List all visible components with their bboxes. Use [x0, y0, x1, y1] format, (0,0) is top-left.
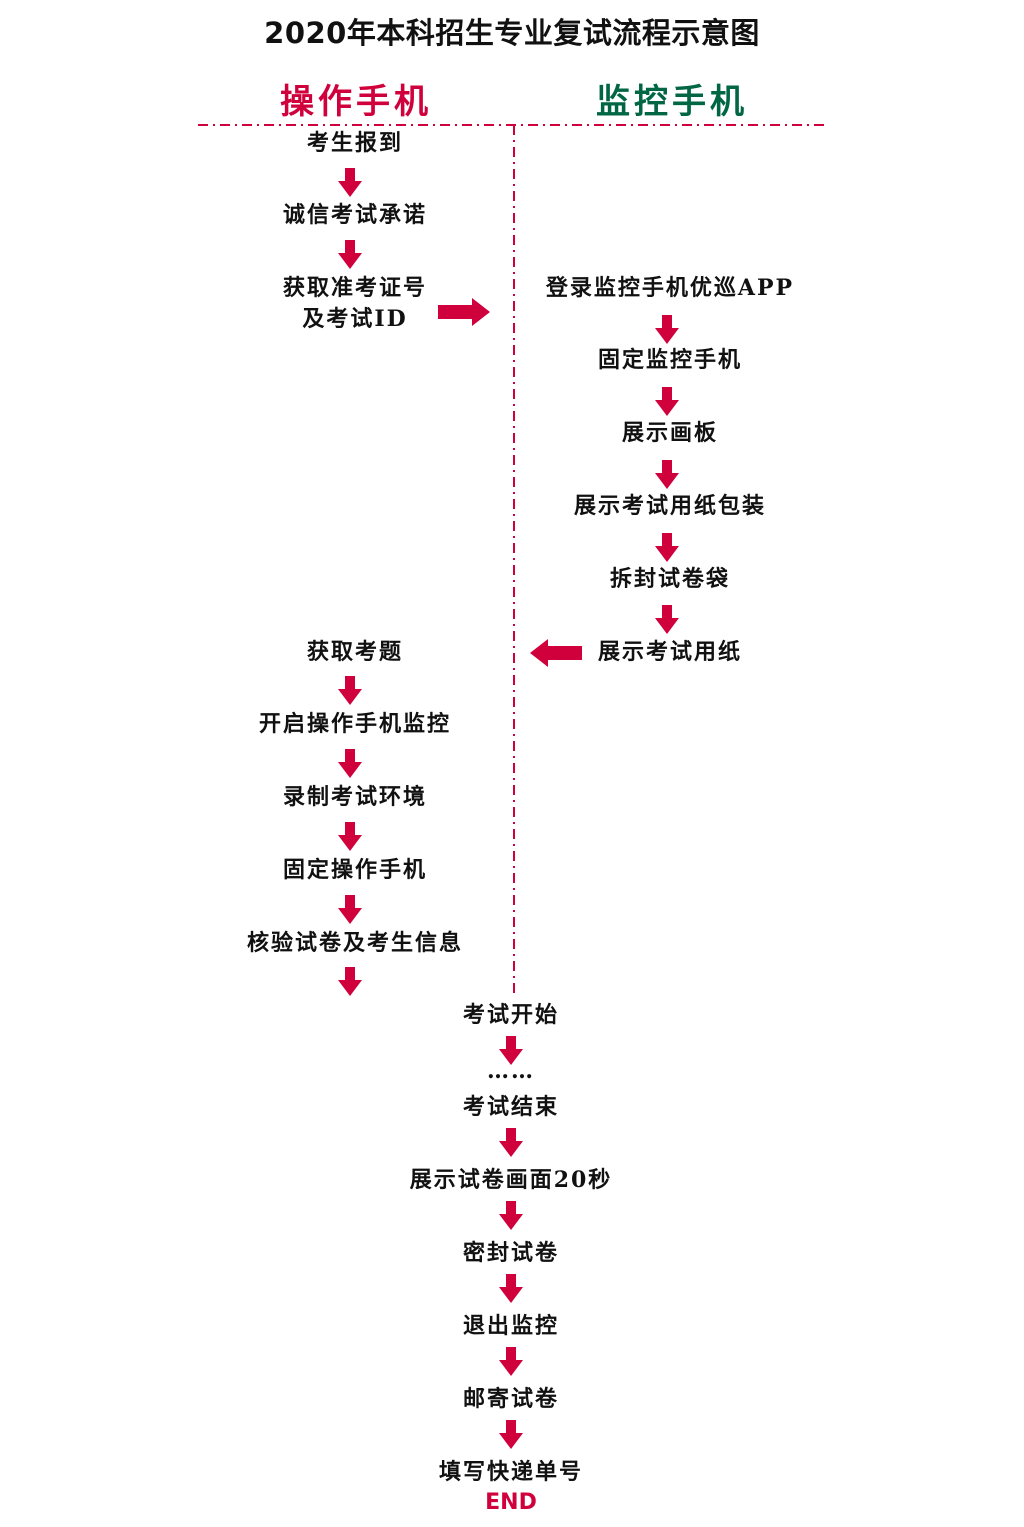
step-check-in: 考生报到 [306, 130, 404, 156]
column-header-monitor-phone: 监控手机 [596, 82, 748, 122]
step-integrity-pledge: 诚信考试承诺 [282, 202, 428, 228]
step-exam-start: 考试开始 [462, 1002, 560, 1028]
arrow-left-to-operation [530, 639, 582, 667]
step-fix-monitor-phone: 固定监控手机 [597, 347, 743, 373]
step-fix-operation-phone: 固定操作手机 [282, 857, 428, 883]
arrow-down-right-3 [655, 460, 679, 489]
step-exam-end: 考试结束 [462, 1094, 560, 1120]
arrow-down-left-2 [338, 240, 362, 269]
arrow-down-center-2 [499, 1128, 523, 1157]
arrow-down-left-b-5 [338, 967, 362, 996]
step-get-questions: 获取考题 [306, 639, 404, 665]
arrow-right-to-monitor [438, 298, 490, 326]
step-record-environment: 录制考试环境 [282, 784, 428, 810]
arrow-down-right-4 [655, 533, 679, 562]
arrow-down-left-1 [338, 168, 362, 197]
arrow-down-right-5 [655, 605, 679, 634]
arrow-down-left-b-2 [338, 749, 362, 778]
end-label: END [485, 1490, 537, 1515]
step-show-board: 展示画板 [621, 420, 719, 446]
arrow-down-right-2 [655, 387, 679, 416]
arrow-down-center-3 [499, 1201, 523, 1230]
step-get-exam-id: 及考试ID [302, 306, 408, 332]
arrow-down-center-5 [499, 1347, 523, 1376]
step-seal-paper: 密封试卷 [462, 1240, 560, 1266]
arrow-down-center-4 [499, 1274, 523, 1303]
step-show-exam-paper: 展示考试用纸 [597, 639, 743, 665]
step-show-paper-package: 展示考试用纸包装 [573, 493, 767, 519]
step-show-paper-20s: 展示试卷画面20秒 [409, 1167, 613, 1193]
step-login-monitor-app: 登录监控手机优巡APP [545, 275, 795, 301]
step-enable-operation-monitor: 开启操作手机监控 [258, 711, 452, 737]
step-ellipsis: …… [487, 1058, 535, 1084]
step-fill-tracking-number: 填写快递单号 [438, 1459, 584, 1485]
arrow-down-left-b-3 [338, 822, 362, 851]
arrow-down-left-b-4 [338, 895, 362, 924]
arrow-down-center-1 [499, 1036, 523, 1065]
step-exit-monitor: 退出监控 [462, 1313, 560, 1339]
step-open-exam-bag: 拆封试卷袋 [609, 566, 731, 592]
arrow-down-right-1 [655, 315, 679, 344]
column-header-operation-phone: 操作手机 [280, 82, 432, 122]
step-verify-paper-and-info: 核验试卷及考生信息 [246, 930, 464, 956]
step-get-admission-number: 获取准考证号 [282, 275, 428, 301]
step-mail-paper: 邮寄试卷 [462, 1386, 560, 1412]
arrow-down-left-b-1 [338, 676, 362, 705]
arrow-down-center-6 [499, 1420, 523, 1449]
diagram-title: 2020年本科招生专业复试流程示意图 [264, 16, 760, 50]
